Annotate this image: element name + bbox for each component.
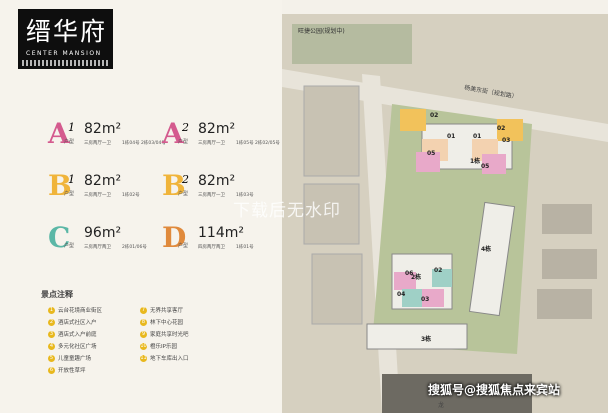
- legend-number: 11: [140, 355, 147, 362]
- legend-number: 7: [140, 307, 147, 314]
- site-plan: [282, 14, 608, 413]
- unit-letter: B: [48, 169, 72, 202]
- unit-hx: 户型: [64, 243, 75, 249]
- logo-chinese: 缙华府: [26, 17, 108, 46]
- unit-hx: 户型: [178, 243, 189, 249]
- unit-letter: A: [48, 117, 70, 150]
- unit-marker: 03: [421, 296, 430, 303]
- legend-number: 9: [140, 331, 147, 338]
- unit-desc: 三房两厅一卫: [84, 193, 111, 198]
- unit-buildings: 1栋04号 2栋03/04号: [122, 141, 166, 146]
- logo-english: CENTER MANSION: [26, 50, 102, 57]
- unit-letter: B: [162, 169, 186, 202]
- park-label: 旺捷公园(规划中): [298, 28, 345, 35]
- legend-text: 林下中心花园: [150, 320, 184, 326]
- legend-text: 儿童童趣广场: [58, 356, 92, 362]
- unit-index: 1: [68, 173, 75, 186]
- unit-hx: 户型: [64, 191, 75, 197]
- unit-buildings: 1栋05号 2栋02/05号: [236, 141, 280, 146]
- legend-text: 多元化社区广场: [58, 344, 97, 350]
- unit-buildings: 1栋01号: [236, 245, 254, 250]
- unit-index: 2: [182, 173, 189, 186]
- unit-marker: 02: [430, 112, 439, 119]
- legend-number: 2: [48, 319, 55, 326]
- unit-area: 82m²: [84, 173, 122, 189]
- watermark: 下载后无水印: [233, 201, 341, 221]
- unit-desc: 四房两厅两卫: [198, 245, 225, 250]
- unit-buildings: 1栋03号: [236, 193, 254, 198]
- unit-a2: A 2 户型 82m² 三房两厅一卫 1栋05号 2栋02/05号: [162, 117, 280, 150]
- logo-stripes: [22, 60, 109, 66]
- unit-marker: 05: [427, 150, 436, 157]
- unit-desc: 三房两厅一卫: [198, 193, 225, 198]
- unit-buildings: 2栋01/06号: [122, 245, 147, 250]
- unit-hx: 户型: [178, 139, 189, 145]
- legend-text: 地下车库出入口: [150, 356, 189, 362]
- legend-number: 1: [48, 307, 55, 314]
- unit-c: C 户型 96m² 三房两厅两卫 2栋01/06号: [48, 224, 158, 254]
- unit-marker: 05: [481, 163, 490, 170]
- legend-text: 无界共享客厅: [150, 308, 184, 314]
- road-label-2: 龙: [438, 402, 445, 409]
- unit-hx: 户型: [178, 191, 189, 197]
- unit-index: 1: [68, 121, 75, 134]
- unit-desc: 三房两厅一卫: [198, 141, 225, 146]
- legend-title: 景点注释: [41, 290, 73, 299]
- unit-desc: 三房两厅两卫: [84, 245, 111, 250]
- unit-a1: A 1 户型 82m² 三房两厅一卫 1栋04号 2栋03/04号: [48, 117, 166, 150]
- legend-number: 6: [48, 367, 55, 374]
- unit-marker: 02: [497, 125, 506, 132]
- unit-area: 96m²: [84, 225, 122, 241]
- legend-number: 3: [48, 331, 55, 338]
- building-label: 1栋: [470, 158, 481, 165]
- unit-marker: 02: [434, 267, 443, 274]
- unit-b2: B 2 户型 82m² 三房两厅一卫 1栋03号: [162, 172, 272, 202]
- unit-buildings: 1栋02号: [122, 193, 140, 198]
- legend-text: 酒店式社区入户: [58, 320, 97, 326]
- unit-area: 82m²: [198, 121, 236, 137]
- legend-text: 酒店式入户前庭: [58, 332, 97, 338]
- legend-text: 开放性草坪: [58, 368, 86, 374]
- unit-marker: 01: [447, 133, 456, 140]
- unit-area: 82m²: [84, 121, 122, 137]
- unit-marker: 03: [502, 137, 511, 144]
- building-label: 2栋: [411, 274, 422, 281]
- building-label: 3栋: [421, 336, 432, 343]
- unit-desc: 三房两厅一卫: [84, 141, 111, 146]
- unit-letter: C: [48, 221, 71, 254]
- unit-hx: 户型: [64, 139, 75, 145]
- legend-text: 橙乐IP乐园: [150, 344, 177, 350]
- legend-text: 家庭共享时光吧: [150, 332, 189, 338]
- unit-marker: 06: [405, 270, 414, 277]
- unit-index: 2: [182, 121, 189, 134]
- legend-text: 云台花境商业街区: [58, 308, 103, 314]
- legend-number: 10: [140, 343, 147, 350]
- logo: 缙华府 CENTER MANSION: [18, 9, 113, 69]
- legend-number: 5: [48, 355, 55, 362]
- unit-area: 114m²: [198, 225, 244, 241]
- unit-marker: 04: [397, 291, 406, 298]
- unit-marker: 01: [473, 133, 482, 140]
- legend-number: 8: [140, 319, 147, 326]
- unit-letter: A: [162, 117, 184, 150]
- building-label: 4栋: [481, 246, 492, 253]
- unit-b1: B 1 户型 82m² 三房两厅一卫 1栋02号: [48, 172, 158, 202]
- source-watermark: 搜狐号@搜狐焦点来宾站: [428, 383, 561, 397]
- unit-d: D 户型 114m² 四房两厅两卫 1栋01号: [162, 224, 272, 254]
- unit-area: 82m²: [198, 173, 236, 189]
- legend-number: 4: [48, 343, 55, 350]
- site-plan-drawing: [282, 14, 608, 413]
